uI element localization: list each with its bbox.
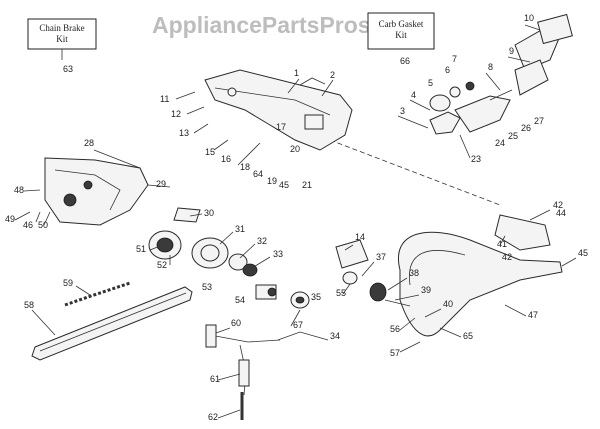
callout-45: 45: [578, 248, 588, 258]
saw-chain: [64, 281, 131, 307]
callout-58: 58: [24, 300, 34, 310]
kit-title-line2: Kit: [56, 34, 68, 44]
kit-title-line1: Carb Gasket: [379, 19, 424, 29]
sprocket-clutch: [148, 230, 258, 277]
callout-18: 18: [240, 162, 250, 172]
callout-21: 21: [302, 180, 312, 190]
kit-title-line1: Chain Brake: [39, 23, 84, 33]
chain-brake-kit-box: Chain Brake Kit 63: [27, 18, 97, 74]
callout-65: 65: [463, 331, 473, 341]
kit-title-line2: Kit: [395, 30, 407, 40]
callout-32: 32: [257, 236, 267, 246]
callout-8: 8: [488, 62, 493, 72]
oil-line: [205, 324, 281, 420]
callout-10: 10: [524, 13, 534, 23]
callout-33: 33: [273, 249, 283, 259]
callout-16: 16: [221, 154, 231, 164]
callout-60: 60: [231, 318, 241, 328]
callout-59: 59: [63, 278, 73, 288]
callout-53: 53: [202, 282, 212, 292]
callout-27: 27: [534, 116, 544, 126]
callout-1: 1: [294, 68, 299, 78]
callout-46: 46: [23, 220, 33, 230]
housing-assembly: [204, 69, 353, 151]
callout-13: 13: [179, 128, 189, 138]
callout-42: 42: [553, 200, 563, 210]
callout-40: 40: [443, 299, 453, 309]
callout-14: 14: [355, 232, 365, 242]
callout-38: 38: [409, 268, 419, 278]
callout-17: 17: [276, 122, 286, 132]
callout-9: 9: [509, 46, 514, 56]
callout-64: 64: [253, 169, 263, 179]
carb-gasket-kit-box: Carb Gasket Kit 66: [367, 12, 435, 66]
callout-42b: 42: [502, 252, 512, 262]
callout-6: 6: [445, 65, 450, 75]
callout-41: 41: [497, 239, 507, 249]
kit-number: 63: [63, 64, 73, 74]
callout-35: 35: [311, 292, 321, 302]
callout-3: 3: [400, 106, 405, 116]
callout-37: 37: [376, 252, 386, 262]
callout-50: 50: [38, 220, 48, 230]
callout-55: 55: [336, 288, 346, 298]
callout-51: 51: [136, 244, 146, 254]
callout-20: 20: [290, 144, 300, 154]
callout-62: 62: [208, 412, 218, 422]
callout-45b: 45: [279, 180, 289, 190]
oil-pump-parts: [255, 284, 310, 309]
callout-49: 49: [5, 214, 15, 224]
callout-26: 26: [521, 123, 531, 133]
guide-bar: [31, 286, 193, 361]
callout-56: 56: [390, 324, 400, 334]
callout-67: 67: [293, 320, 303, 330]
leader-lines: [14, 24, 577, 419]
callout-29: 29: [156, 179, 166, 189]
kit-number: 66: [400, 56, 410, 66]
callout-19: 19: [267, 176, 277, 186]
air-filter-assembly: [514, 13, 573, 96]
callout-47: 47: [528, 310, 538, 320]
callout-12: 12: [171, 109, 181, 119]
callout-11: 11: [160, 94, 169, 104]
cover-plate: [335, 239, 369, 269]
callout-23: 23: [471, 154, 481, 164]
callout-28: 28: [84, 138, 94, 148]
callout-54: 54: [235, 295, 245, 305]
chain-cover: [44, 157, 149, 226]
carburetor-assembly: [429, 81, 513, 135]
brake-band: [173, 207, 201, 223]
callout-4: 4: [411, 90, 416, 100]
callout-61: 61: [210, 374, 220, 384]
assembly-line: [329, 139, 501, 206]
callout-5: 5: [428, 78, 433, 88]
callout-7: 7: [452, 54, 457, 64]
callout-labels: 1 2 3 4 5 6 7 8 9 10 11 12 13 14 15 16 1…: [5, 13, 588, 422]
callout-44: 44: [556, 208, 566, 218]
callout-15: 15: [205, 147, 215, 157]
callout-57: 57: [390, 348, 400, 358]
callout-2: 2: [330, 70, 335, 80]
callout-52: 52: [157, 260, 167, 270]
callout-31: 31: [235, 224, 245, 234]
callout-48: 48: [14, 185, 24, 195]
callout-39: 39: [421, 285, 431, 295]
starter-parts: [342, 271, 411, 307]
callout-25: 25: [508, 131, 518, 141]
callout-24: 24: [495, 138, 505, 148]
callout-34: 34: [330, 331, 340, 341]
callout-30: 30: [204, 208, 214, 218]
